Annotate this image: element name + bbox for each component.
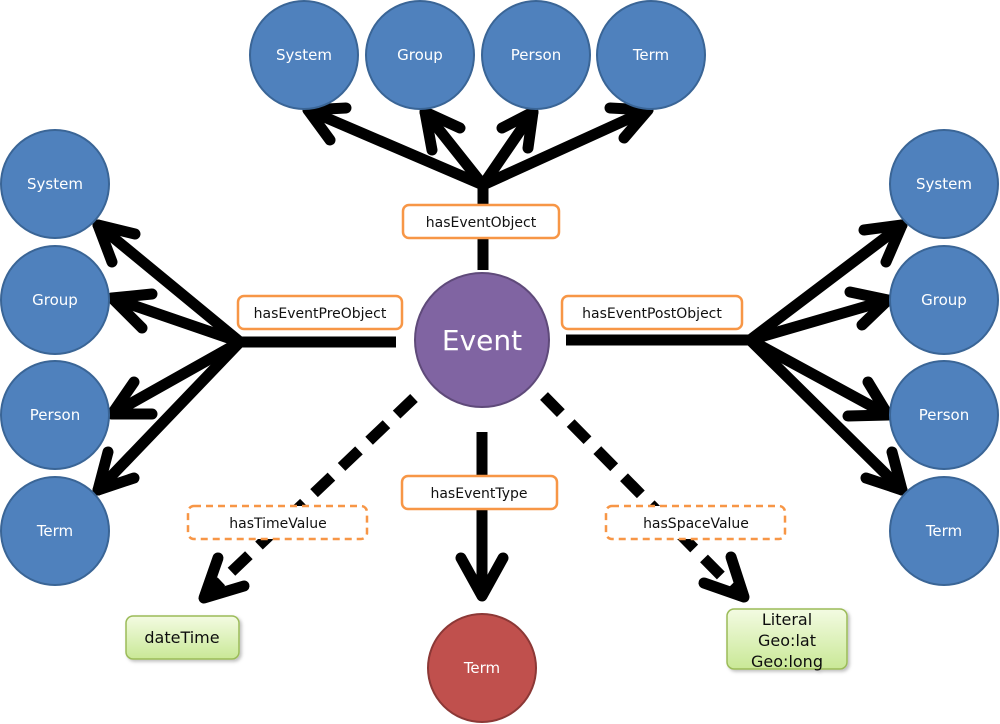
label-has-event-type[interactable]: hasEventType (400, 474, 559, 511)
edge-left-group (106, 292, 246, 348)
label-has-event-pre-object[interactable]: hasEventPreObject (236, 294, 404, 331)
edge-space (540, 392, 744, 599)
arrowhead-left-system (92, 219, 141, 268)
arrowhead-right-system (858, 219, 908, 268)
property-label: hasTimeValue (229, 516, 326, 532)
edge-top-term (477, 104, 654, 191)
node-top-person[interactable]: Person (481, 0, 591, 110)
node-label: System (916, 175, 972, 193)
arrowhead-right-term (860, 446, 908, 496)
arrowhead-space (698, 551, 750, 603)
arrowhead-right-group (844, 286, 894, 331)
edge-right-group (744, 294, 894, 346)
node-left-term[interactable]: Term (0, 476, 110, 586)
node-right-person[interactable]: Person (889, 360, 999, 470)
edge-left-term (92, 336, 246, 496)
literal-geo[interactable]: Literal Geo:lat Geo:long (726, 608, 848, 671)
event-label: Event (442, 324, 522, 357)
top-entity-nodes: System Group Person Term (249, 0, 706, 110)
node-top-term[interactable]: Term (596, 0, 706, 110)
literal-line-1: Literal (762, 610, 812, 629)
left-entity-nodes: System Group Person Term (0, 129, 110, 586)
right-entity-nodes: System Group Person Term (889, 129, 999, 586)
arrowhead-right-person (842, 376, 894, 422)
node-label: Group (32, 291, 78, 309)
node-left-system[interactable]: System (0, 129, 110, 239)
label-has-event-object[interactable]: hasEventObject (401, 203, 561, 240)
node-label: Term (463, 659, 500, 677)
literal-line-2: Geo:lat (758, 631, 816, 650)
node-label: Group (921, 291, 967, 309)
node-label: Group (397, 46, 443, 64)
label-has-space-value[interactable]: hasSpaceValue (604, 504, 787, 541)
arrowhead-top-term (604, 102, 654, 144)
node-right-system[interactable]: System (889, 129, 999, 239)
arrowhead-type (455, 552, 509, 602)
node-top-system[interactable]: System (249, 0, 359, 110)
arrowhead-top-person (496, 106, 539, 154)
edge-left-person (106, 336, 246, 420)
node-label: System (276, 46, 332, 64)
node-event-type-term[interactable]: Term (427, 613, 537, 723)
node-label: Person (511, 46, 561, 64)
node-label: Term (632, 46, 669, 64)
property-label: hasEventType (430, 486, 527, 502)
node-label: Term (36, 522, 73, 540)
arrowhead-left-group (106, 288, 158, 334)
edge-top-person (477, 106, 539, 191)
node-top-group[interactable]: Group (365, 0, 475, 110)
node-label: Term (925, 522, 962, 540)
node-right-term[interactable]: Term (889, 476, 999, 586)
property-label: hasEventObject (426, 215, 537, 231)
property-label: hasSpaceValue (643, 516, 749, 532)
property-label: hasEventPostObject (582, 306, 722, 322)
label-has-time-value[interactable]: hasTimeValue (186, 504, 369, 541)
property-label: hasEventPreObject (254, 306, 387, 322)
edge-right-person (744, 334, 894, 421)
arrowhead-left-person (106, 376, 158, 420)
node-right-group[interactable]: Group (889, 245, 999, 355)
edges (92, 102, 908, 604)
edge-top-group (419, 106, 489, 191)
literal-datetime[interactable]: dateTime (125, 615, 240, 660)
edge-time (202, 394, 418, 600)
node-label: Person (30, 406, 80, 424)
literal-label: dateTime (144, 628, 219, 647)
label-has-event-post-object[interactable]: hasEventPostObject (560, 294, 744, 331)
arrowhead-top-system (302, 102, 352, 146)
node-left-person[interactable]: Person (0, 360, 110, 470)
edge-top-system (302, 104, 489, 191)
node-label: Person (919, 406, 969, 424)
node-event[interactable]: Event (414, 272, 550, 408)
edge-right-term (744, 334, 908, 496)
node-label: System (27, 175, 83, 193)
arrowhead-time (198, 552, 250, 604)
arrowhead-top-group (419, 106, 466, 156)
node-left-group[interactable]: Group (0, 245, 110, 355)
edge-left-system (92, 219, 246, 348)
literal-line-3: Geo:long (751, 652, 823, 671)
edge-right-system (744, 219, 908, 346)
arrowhead-left-term (92, 446, 140, 496)
